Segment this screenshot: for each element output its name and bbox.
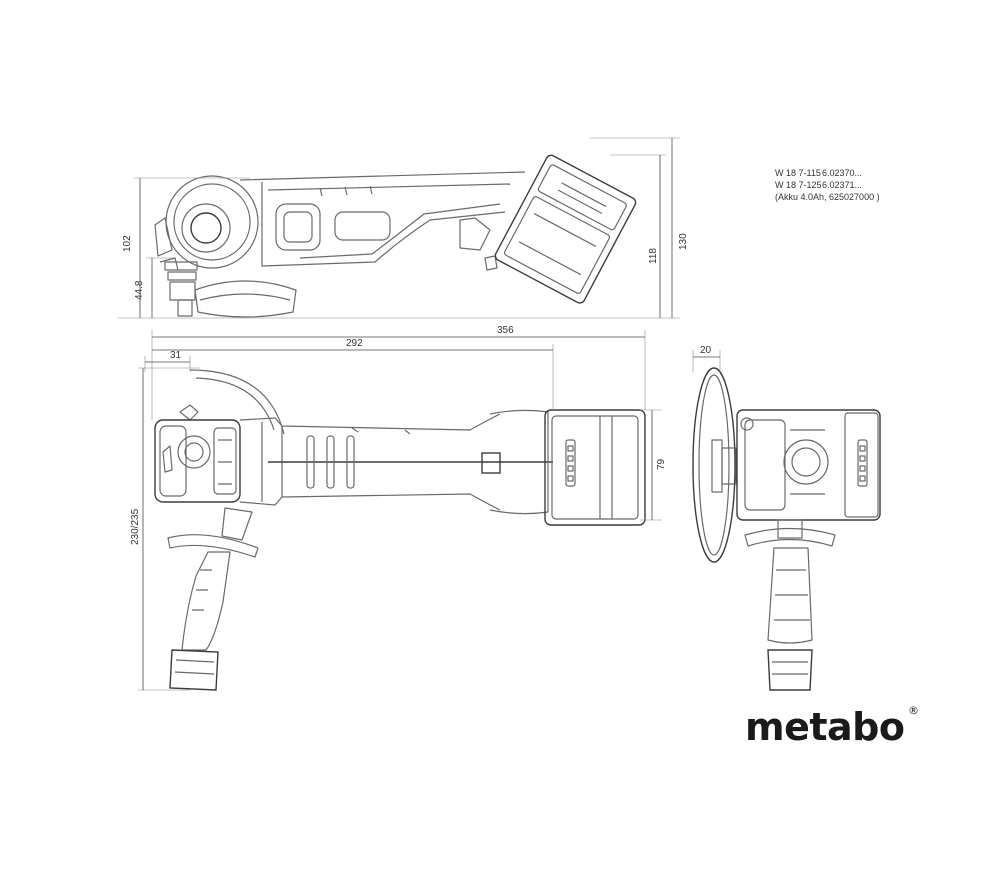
model-line-1: W 18 7-1156.02370... bbox=[775, 168, 862, 178]
logo-text: metabo bbox=[745, 705, 904, 749]
switch-button bbox=[481, 452, 501, 474]
top-view bbox=[154, 369, 646, 691]
side-view bbox=[154, 154, 637, 318]
top-view-dimensions: 356 292 31 230/235 79 bbox=[130, 325, 667, 691]
dimension-79: 79 bbox=[656, 458, 667, 470]
vent-slot bbox=[346, 435, 355, 489]
motor-housing-side bbox=[239, 171, 526, 271]
battery-pack-side bbox=[494, 154, 637, 304]
gear-head-side bbox=[154, 175, 259, 271]
dimension-31: 31 bbox=[170, 350, 182, 361]
dimension-292: 292 bbox=[346, 338, 363, 349]
battery-level-indicator bbox=[565, 439, 576, 487]
spindle-flange-stack bbox=[164, 261, 198, 317]
dimension-102: 102 bbox=[122, 235, 133, 252]
brand-logo: metabo ® bbox=[745, 704, 919, 749]
dimension-356: 356 bbox=[497, 325, 514, 336]
battery-pack-top bbox=[544, 409, 646, 526]
grinding-disc-front bbox=[692, 367, 736, 563]
auxiliary-handle-top bbox=[167, 507, 259, 691]
auxiliary-handle-front bbox=[744, 519, 836, 691]
vent-slot bbox=[334, 211, 391, 241]
side-view-dimensions: 102 44.8 118 130 bbox=[118, 137, 689, 319]
motor-housing-top bbox=[239, 409, 553, 515]
vent-slot bbox=[306, 435, 315, 489]
dimension-230-235: 230/235 bbox=[130, 508, 141, 545]
gear-head-top bbox=[154, 419, 241, 503]
front-view bbox=[692, 367, 881, 691]
dimension-130: 130 bbox=[678, 233, 689, 250]
battery-note: (Akku 4.0Ah, 625027000 ) bbox=[775, 192, 880, 202]
disc-guard-side bbox=[194, 280, 297, 318]
battery-level-indicator bbox=[857, 439, 868, 487]
dimension-118: 118 bbox=[648, 248, 659, 264]
disc-guard-top bbox=[189, 369, 285, 435]
registered-mark: ® bbox=[908, 704, 919, 717]
vent-slot bbox=[326, 435, 335, 489]
dimension-20: 20 bbox=[700, 345, 712, 356]
spindle-lock-button bbox=[177, 435, 211, 469]
front-view-dimensions: 20 bbox=[692, 345, 721, 372]
paddle-switch-lock bbox=[275, 203, 321, 251]
dimension-44-8: 44.8 bbox=[134, 280, 145, 300]
model-info: W 18 7-1156.02370... W 18 7-1256.02371..… bbox=[775, 168, 880, 202]
tool-body-front bbox=[736, 409, 881, 521]
model-line-2: W 18 7-1256.02371... bbox=[775, 180, 862, 190]
